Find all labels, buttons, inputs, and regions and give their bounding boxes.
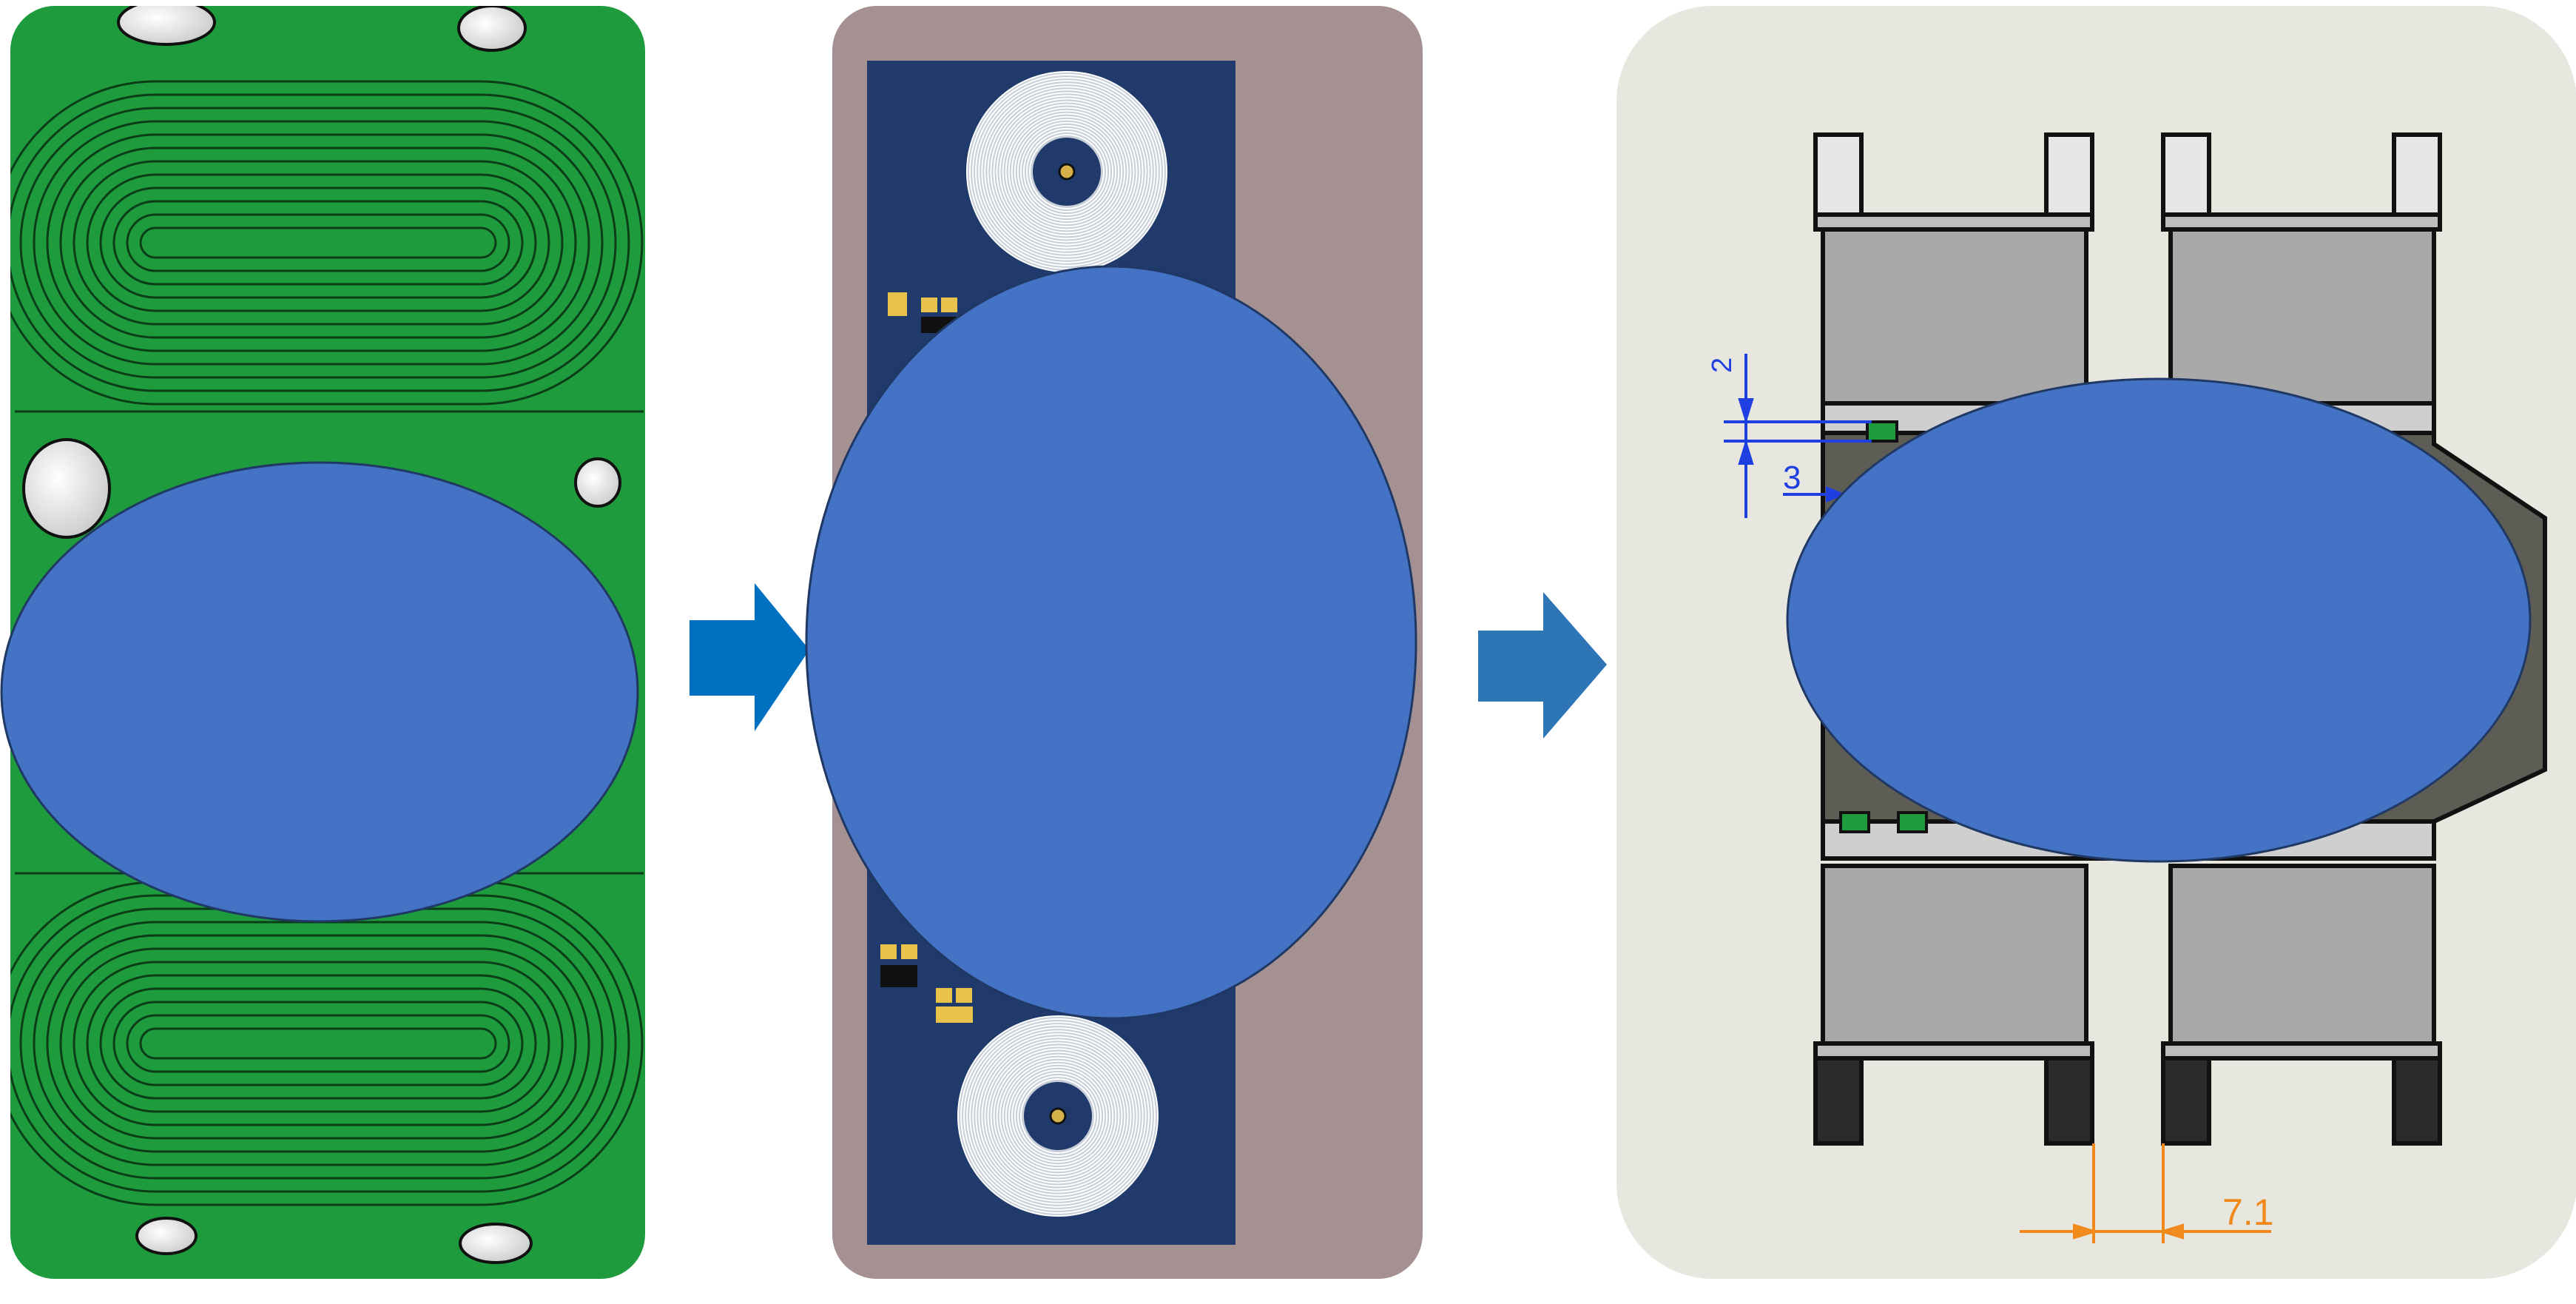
coil-turn xyxy=(33,921,604,1166)
coil-ring xyxy=(1022,127,1111,216)
coil-ring xyxy=(1011,1069,1105,1163)
round-coil-top xyxy=(966,71,1167,272)
round-coil-bottom xyxy=(957,1015,1159,1217)
coil-turn xyxy=(112,200,524,286)
coil-turn xyxy=(10,894,630,1193)
mounting-hole-right xyxy=(574,457,621,508)
coil-ring xyxy=(1014,1072,1102,1160)
overlay-ellipse-3 xyxy=(1786,377,2532,863)
coil-turn xyxy=(33,120,604,366)
coil-ring xyxy=(999,104,1135,240)
coil-ring xyxy=(972,1030,1144,1202)
coil-ring xyxy=(966,1024,1150,1208)
coil-ring xyxy=(993,1051,1123,1181)
dimension-label-7-1: 7.1 xyxy=(2222,1192,2274,1233)
coil-ring xyxy=(987,1045,1129,1187)
overlay-ellipse-2 xyxy=(805,265,1417,1020)
coil-turn xyxy=(86,173,550,312)
coil-ring xyxy=(1005,1063,1111,1169)
coil-ring xyxy=(987,92,1147,252)
coil-ring xyxy=(978,83,1156,261)
coil-ring xyxy=(978,1036,1138,1196)
coil-ring xyxy=(972,77,1161,266)
coil-ring xyxy=(969,74,1164,269)
coil-ring xyxy=(1011,115,1123,228)
coil-ring xyxy=(1014,118,1120,225)
coil-ring xyxy=(963,1021,1153,1211)
coil-turn xyxy=(59,147,577,339)
arrow-right-1 xyxy=(689,583,809,731)
dimension-label-3: 3 xyxy=(1783,460,1801,496)
coil-ring xyxy=(984,89,1150,255)
coil-ring xyxy=(960,1018,1156,1214)
coil-ring xyxy=(981,86,1153,258)
coil-turn xyxy=(46,934,590,1153)
coil-ring xyxy=(1020,1078,1096,1154)
coil-ring xyxy=(1019,124,1114,219)
top-hole-left xyxy=(117,6,216,46)
coil-turn xyxy=(126,1014,510,1073)
coil-turn xyxy=(59,947,577,1140)
top-racetrack-coil xyxy=(10,80,644,406)
coil-ring xyxy=(984,1042,1132,1190)
pad-top xyxy=(1866,420,1898,443)
coil-ring xyxy=(1008,112,1126,231)
coil-ring xyxy=(1005,110,1129,234)
coil-ring xyxy=(975,1033,1141,1199)
coil-ring xyxy=(1002,107,1132,237)
bottom-racetrack-coil xyxy=(10,881,644,1206)
pad-bottom-right xyxy=(1897,811,1928,833)
smd-components-bottom xyxy=(880,944,973,1023)
overlay-ellipse-1 xyxy=(0,461,639,923)
coil-turn xyxy=(126,213,510,272)
coil-ring xyxy=(999,1057,1117,1175)
coil-turn xyxy=(112,1001,524,1086)
dimension-label-2: 2 xyxy=(1707,357,1738,373)
bottom-hole-right xyxy=(459,1223,533,1264)
coil-turn xyxy=(46,133,590,352)
coil-ring xyxy=(990,1048,1126,1184)
coil-via xyxy=(1058,163,1076,181)
coil-via xyxy=(1049,1107,1067,1125)
dimension-orange xyxy=(2020,1143,2271,1243)
coil-ring xyxy=(975,80,1159,263)
coil-turn xyxy=(19,107,617,379)
coil-turn xyxy=(99,186,537,299)
dimension-blue xyxy=(1724,354,1872,518)
mounting-hole-left xyxy=(22,438,111,539)
coil-ring xyxy=(1029,134,1105,209)
coil-ring xyxy=(990,95,1144,249)
coil-turn xyxy=(139,226,497,259)
coil-ring xyxy=(1002,1060,1114,1172)
coil-turn xyxy=(10,881,644,1206)
coil-turn xyxy=(73,961,564,1126)
arrow-right-2 xyxy=(1478,592,1607,739)
coil-turn xyxy=(19,907,617,1180)
pad-bottom-left xyxy=(1839,811,1870,833)
coil-ring xyxy=(981,1039,1135,1193)
coil-turn xyxy=(73,160,564,326)
coil-ring xyxy=(993,98,1141,246)
bottom-hole-left xyxy=(135,1217,198,1255)
coil-turn xyxy=(10,80,644,406)
coil-ring xyxy=(1008,1066,1108,1166)
coil-ring xyxy=(1016,121,1117,222)
coil-turn xyxy=(99,987,537,1100)
top-hole-right xyxy=(457,6,527,52)
coil-ring xyxy=(996,1054,1120,1178)
coil-ring xyxy=(957,1015,1159,1217)
coil-ring xyxy=(996,101,1138,243)
coil-ring xyxy=(1025,130,1108,213)
coil-turn xyxy=(139,1027,497,1060)
coil-ring xyxy=(969,1027,1147,1205)
coil-ring xyxy=(1016,1075,1099,1157)
coil-turn xyxy=(86,974,550,1113)
coil-turn xyxy=(10,93,630,392)
